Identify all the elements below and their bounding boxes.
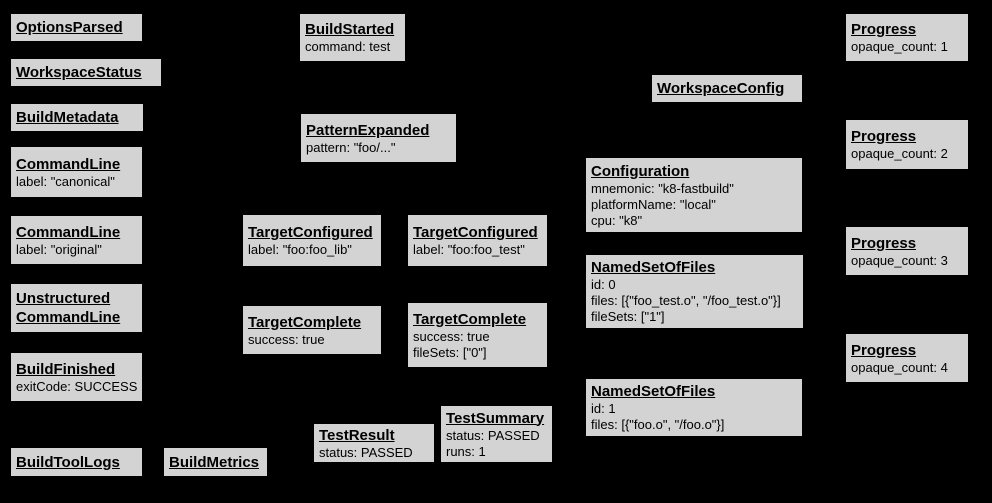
event-node-detail: success: true (413, 328, 490, 344)
event-node-workspace-config: WorkspaceConfig (651, 74, 803, 103)
event-node-detail: opaque_count: 3 (851, 252, 948, 268)
event-node-title: NamedSetOfFiles (591, 259, 716, 276)
event-node-title: NamedSetOfFiles (591, 383, 716, 400)
event-node-title: BuildMetadata (16, 109, 119, 126)
event-node-workspace-status: WorkspaceStatus (10, 58, 162, 87)
event-node-title: Progress (851, 234, 917, 252)
event-node-detail: files: [{"foo.o", "/foo.o"}] (591, 417, 725, 432)
event-node-title: CommandLine (16, 223, 121, 241)
event-node-build-tool-logs: BuildToolLogs (10, 447, 143, 477)
event-node-detail: status: PASSED (319, 444, 413, 460)
event-node-detail: label: "original" (16, 241, 102, 257)
event-node-title: CommandLine (16, 155, 121, 173)
event-node-detail: exitCode: SUCCESS (16, 378, 138, 394)
event-node-title: TargetConfigured (413, 224, 538, 241)
event-node-detail: success: true (248, 331, 325, 347)
event-node-detail: status: PASSED (446, 427, 540, 443)
event-node-detail: platformName: "local" (591, 196, 716, 212)
event-node-detail: opaque_count: 1 (851, 39, 948, 54)
event-node-detail: fileSets: ["1"] (591, 309, 665, 324)
event-node-build-metadata: BuildMetadata (10, 103, 144, 132)
event-node-title: BuildFinished (16, 360, 116, 378)
event-node-options-parsed: OptionsParsed (10, 13, 143, 42)
event-node-detail: command: test (305, 39, 391, 54)
event-node-title: PatternExpanded (306, 121, 430, 139)
event-node-title: Progress (851, 341, 917, 359)
event-node-title: BuildStarted (305, 21, 395, 38)
event-node-detail: mnemonic: "k8-fastbuild" (591, 180, 734, 196)
event-node-title: TargetConfigured (248, 224, 373, 241)
event-node-detail: opaque_count: 2 (851, 146, 948, 161)
event-node-title: WorkspaceStatus (16, 64, 142, 81)
event-node-detail: id: 1 (591, 401, 616, 416)
event-node-detail: label: "canonical" (16, 173, 115, 189)
event-node-detail: fileSets: ["0"] (413, 344, 487, 360)
event-node-title: BuildToolLogs (16, 453, 120, 471)
event-node-detail: cpu: "k8" (591, 212, 643, 228)
event-node-detail: files: [{"foo_test.o", "/foo_test.o"}] (591, 293, 781, 308)
event-node-title: Progress (851, 128, 917, 145)
event-node-title: Configuration (591, 162, 690, 180)
event-node-title: TargetComplete (248, 313, 362, 331)
event-node-detail: pattern: "foo/..." (306, 139, 396, 155)
event-node-detail: label: "foo:foo_lib" (248, 242, 352, 257)
event-node-title: Progress (851, 21, 917, 38)
event-node-title: OptionsParsed (16, 19, 123, 36)
event-node-title: TargetComplete (413, 310, 527, 328)
event-node-title: TestResult (319, 426, 395, 444)
event-node-title: CommandLine (16, 309, 121, 326)
event-node-title: BuildMetrics (169, 453, 260, 471)
event-node-title: WorkspaceConfig (657, 80, 785, 97)
event-node-detail: runs: 1 (446, 443, 486, 459)
event-node-detail: id: 0 (591, 277, 616, 292)
event-node-title: TestSummary (446, 409, 545, 427)
event-node-detail: opaque_count: 4 (851, 359, 948, 375)
event-node-build-metrics: BuildMetrics (163, 447, 268, 477)
event-node-detail: label: "foo:foo_test" (413, 242, 525, 257)
event-node-title: Unstructured (16, 290, 111, 307)
